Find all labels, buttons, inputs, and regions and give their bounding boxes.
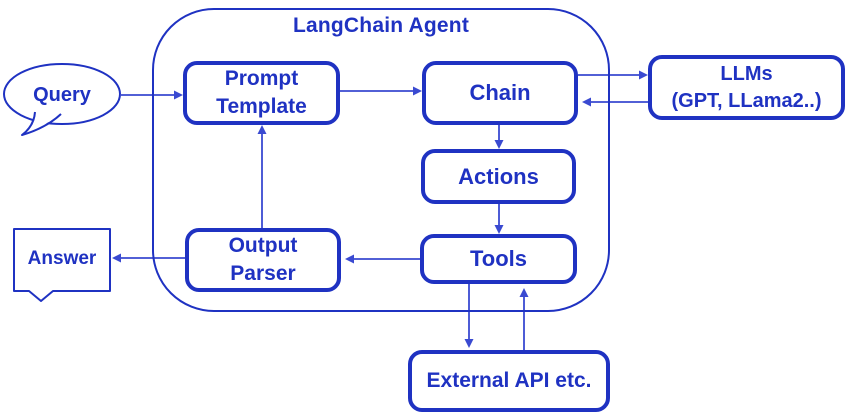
edge-tools-to-external-api xyxy=(464,284,474,348)
node-label: Tools xyxy=(469,246,528,272)
node-tools: Tools xyxy=(420,234,577,284)
edge-llms-to-chain xyxy=(582,97,648,107)
edge-tools-to-output-parser xyxy=(345,254,420,264)
query-bubble-shape xyxy=(3,63,121,136)
node-label: Output Parser xyxy=(228,234,298,285)
edge-query-to-prompt-template xyxy=(120,90,183,100)
node-external-api: External API etc. xyxy=(408,350,610,412)
node-chain: Chain xyxy=(422,61,578,125)
node-label: External API etc. xyxy=(426,369,592,393)
edge-output-parser-to-prompt-template xyxy=(257,125,267,228)
node-label: Prompt Template xyxy=(216,67,307,118)
node-output-parser: Output Parser xyxy=(185,228,341,292)
node-label: Chain xyxy=(469,80,531,106)
node-actions: Actions xyxy=(421,149,576,204)
edge-actions-to-tools xyxy=(494,204,504,234)
node-prompt-template: Prompt Template xyxy=(183,61,340,125)
node-label: Actions xyxy=(458,163,539,189)
edge-external-api-to-tools xyxy=(519,288,529,350)
langchain-agent-group xyxy=(152,8,610,312)
edge-chain-to-actions xyxy=(494,125,504,149)
node-query-label: Query xyxy=(33,83,91,106)
edge-prompt-template-to-chain xyxy=(340,86,422,96)
node-answer-label: Answer xyxy=(27,248,97,269)
node-llms: LLMs (GPT, LLama2..) xyxy=(648,55,845,120)
langchain-agent-title: LangChain Agent xyxy=(292,14,470,37)
node-label: LLMs (GPT, LLama2..) xyxy=(671,63,822,112)
answer-callout-shape xyxy=(13,228,111,302)
